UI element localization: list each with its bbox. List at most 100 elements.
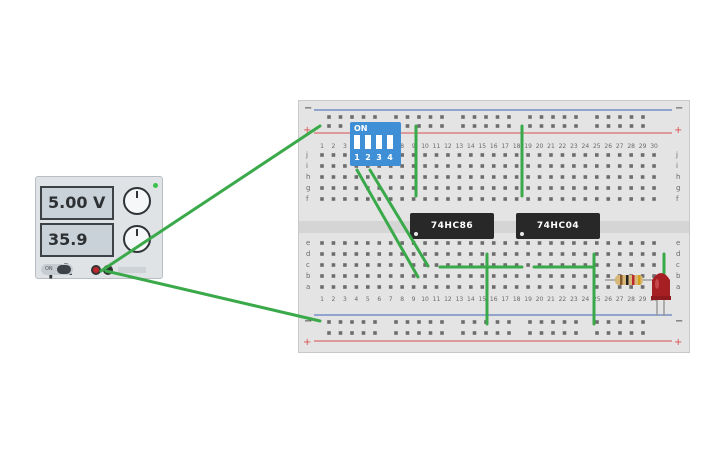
- terminal-hole[interactable]: [411, 153, 416, 157]
- rail-hole[interactable]: [528, 115, 532, 119]
- rail-hole[interactable]: [472, 124, 477, 128]
- terminal-hole[interactable]: [343, 285, 347, 289]
- terminal-hole[interactable]: [503, 197, 507, 201]
- terminal-hole[interactable]: [549, 186, 553, 190]
- terminal-hole[interactable]: [434, 186, 439, 190]
- terminal-hole[interactable]: [457, 164, 462, 168]
- rail-hole[interactable]: [428, 331, 433, 335]
- terminal-hole[interactable]: [434, 164, 439, 168]
- rail-hole[interactable]: [574, 115, 578, 119]
- terminal-hole[interactable]: [446, 285, 450, 289]
- rail-hole[interactable]: [618, 115, 622, 119]
- terminal-hole[interactable]: [377, 175, 382, 179]
- terminal-hole[interactable]: [549, 274, 553, 278]
- terminal-hole[interactable]: [457, 153, 462, 157]
- terminal-hole[interactable]: [617, 186, 622, 190]
- rail-hole[interactable]: [641, 124, 645, 128]
- rail-hole[interactable]: [562, 124, 567, 128]
- terminal-hole[interactable]: [549, 263, 553, 267]
- terminal-hole[interactable]: [652, 153, 656, 157]
- rail-hole[interactable]: [440, 115, 444, 119]
- terminal-hole[interactable]: [320, 252, 324, 256]
- terminal-hole[interactable]: [411, 274, 416, 278]
- terminal-hole[interactable]: [606, 197, 611, 201]
- terminal-hole[interactable]: [526, 274, 530, 278]
- terminal-hole[interactable]: [388, 197, 393, 201]
- chip-74hc04[interactable]: 74HC04: [516, 213, 600, 239]
- rail-hole[interactable]: [405, 124, 410, 128]
- rail-hole[interactable]: [528, 331, 532, 335]
- terminal-hole[interactable]: [514, 252, 519, 256]
- rail-hole[interactable]: [562, 320, 567, 324]
- terminal-hole[interactable]: [514, 186, 519, 190]
- terminal-hole[interactable]: [640, 153, 645, 157]
- terminal-hole[interactable]: [549, 164, 553, 168]
- terminal-hole[interactable]: [331, 175, 336, 179]
- rail-hole[interactable]: [551, 115, 555, 119]
- terminal-hole[interactable]: [526, 252, 530, 256]
- voltage-knob[interactable]: [123, 187, 151, 215]
- terminal-hole[interactable]: [469, 252, 473, 256]
- terminal-hole[interactable]: [457, 241, 462, 245]
- terminal-hole[interactable]: [377, 252, 382, 256]
- terminal-hole[interactable]: [491, 285, 496, 289]
- terminal-hole[interactable]: [457, 285, 462, 289]
- terminal-hole[interactable]: [595, 241, 599, 245]
- rail-hole[interactable]: [574, 124, 578, 128]
- terminal-hole[interactable]: [560, 274, 565, 278]
- terminal-hole[interactable]: [629, 186, 633, 190]
- terminal-hole[interactable]: [366, 274, 370, 278]
- terminal-hole[interactable]: [491, 252, 496, 256]
- terminal-hole[interactable]: [652, 252, 656, 256]
- terminal-hole[interactable]: [343, 252, 347, 256]
- rail-hole[interactable]: [428, 115, 433, 119]
- terminal-hole[interactable]: [640, 175, 645, 179]
- terminal-hole[interactable]: [491, 175, 496, 179]
- rail-hole[interactable]: [461, 331, 465, 335]
- rail-hole[interactable]: [417, 124, 421, 128]
- terminal-hole[interactable]: [480, 186, 485, 190]
- terminal-hole[interactable]: [583, 153, 588, 157]
- rail-hole[interactable]: [428, 320, 433, 324]
- terminal-hole[interactable]: [572, 153, 576, 157]
- terminal-hole[interactable]: [469, 197, 473, 201]
- terminal-hole[interactable]: [606, 186, 611, 190]
- terminal-hole[interactable]: [526, 241, 530, 245]
- terminal-hole[interactable]: [446, 164, 450, 168]
- terminal-hole[interactable]: [583, 197, 588, 201]
- terminal-hole[interactable]: [652, 241, 656, 245]
- terminal-hole[interactable]: [388, 186, 393, 190]
- rail-hole[interactable]: [629, 124, 634, 128]
- terminal-hole[interactable]: [595, 252, 599, 256]
- terminal-hole[interactable]: [377, 164, 382, 168]
- rail-hole[interactable]: [327, 320, 331, 324]
- terminal-hole[interactable]: [366, 241, 370, 245]
- terminal-hole[interactable]: [446, 197, 450, 201]
- terminal-hole[interactable]: [388, 274, 393, 278]
- rail-hole[interactable]: [595, 115, 599, 119]
- rail-hole[interactable]: [327, 115, 331, 119]
- terminal-hole[interactable]: [526, 186, 530, 190]
- terminal-hole[interactable]: [469, 241, 473, 245]
- terminal-hole[interactable]: [595, 274, 599, 278]
- rail-hole[interactable]: [528, 320, 532, 324]
- terminal-hole[interactable]: [640, 186, 645, 190]
- terminal-hole[interactable]: [480, 175, 485, 179]
- rail-hole[interactable]: [528, 124, 532, 128]
- rail-hole[interactable]: [629, 115, 634, 119]
- terminal-hole[interactable]: [652, 274, 656, 278]
- terminal-hole[interactable]: [320, 153, 324, 157]
- terminal-hole[interactable]: [491, 263, 496, 267]
- terminal-hole[interactable]: [572, 252, 576, 256]
- terminal-hole[interactable]: [377, 285, 382, 289]
- rail-hole[interactable]: [641, 331, 645, 335]
- terminal-hole[interactable]: [480, 274, 485, 278]
- terminal-hole[interactable]: [320, 164, 324, 168]
- terminal-hole[interactable]: [572, 285, 576, 289]
- terminal-hole[interactable]: [652, 186, 656, 190]
- terminal-hole[interactable]: [514, 241, 519, 245]
- rail-hole[interactable]: [394, 320, 398, 324]
- terminal-hole[interactable]: [354, 197, 359, 201]
- terminal-hole[interactable]: [617, 285, 622, 289]
- rail-hole[interactable]: [405, 115, 410, 119]
